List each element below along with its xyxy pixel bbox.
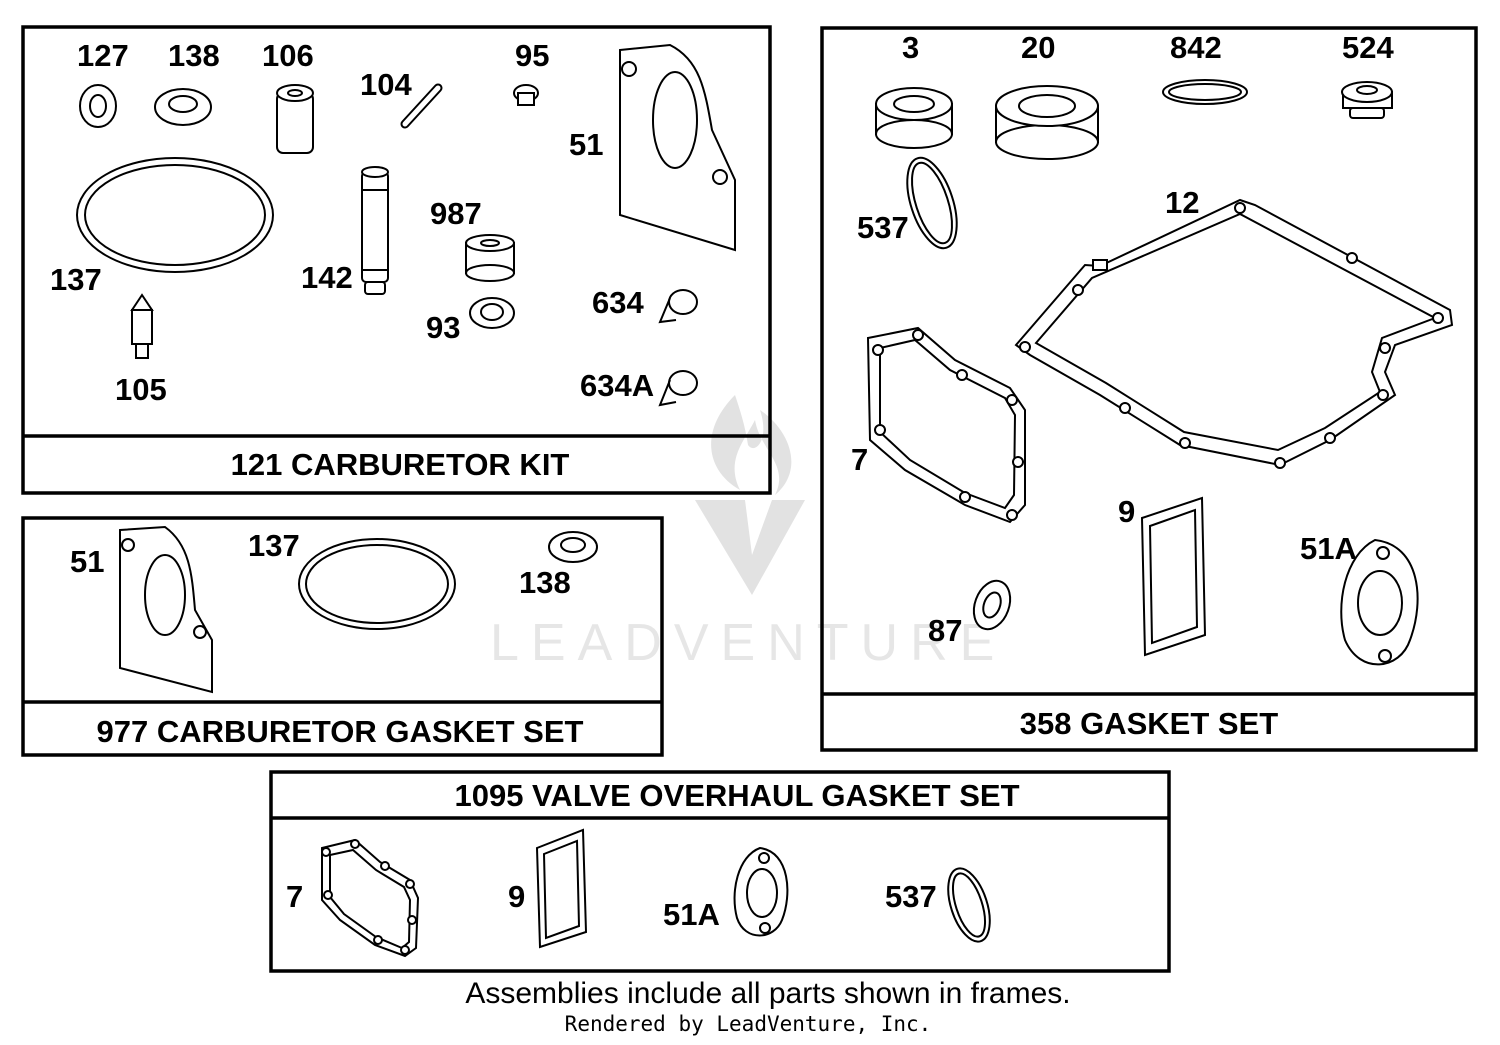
label-51a: 51A	[1300, 531, 1357, 566]
part-9-breather-gasket	[535, 828, 588, 949]
part-987-spacer	[465, 234, 515, 282]
label-537: 537	[885, 879, 937, 914]
carburetor-gasket-set-title: 977 CARBURETOR GASKET SET	[97, 714, 584, 749]
watermark-text: LEADVENTURE	[490, 614, 1006, 672]
part-537-o-ring	[947, 867, 991, 943]
label-537: 537	[857, 210, 909, 245]
part-137-o-ring	[76, 157, 274, 273]
label-93: 93	[426, 310, 460, 345]
part-95-screw	[513, 84, 539, 106]
label-9: 9	[508, 879, 525, 914]
part-20-oil-seal	[995, 85, 1099, 160]
part-634-spring	[658, 289, 698, 324]
label-137: 137	[248, 528, 300, 563]
label-842: 842	[1170, 30, 1222, 65]
label-3: 3	[902, 30, 919, 65]
label-634: 634	[592, 285, 644, 320]
label-987: 987	[430, 196, 482, 231]
label-51a: 51A	[663, 897, 720, 932]
part-142-emulsion-tube	[361, 166, 389, 295]
label-7: 7	[286, 879, 303, 914]
label-51: 51	[569, 127, 603, 162]
part-634a-spring	[658, 370, 698, 407]
part-51a-intake-gasket	[1340, 538, 1419, 666]
part-7-cylinder-head-gasket	[866, 326, 1026, 524]
frame-gasket-set: 358 GASKET SET	[820, 26, 1478, 752]
frame-carburetor-gasket-set: 977 CARBURETOR GASKET SET 51 137 138	[21, 516, 664, 757]
part-9-breather-gasket	[1140, 496, 1207, 657]
frame-valve-overhaul-gasket-set: 1095 VALVE OVERHAUL GASKET SET	[269, 770, 1171, 973]
part-51-gasket-plate	[119, 525, 213, 694]
carburetor-kit-title: 121 CARBURETOR KIT	[231, 447, 570, 482]
label-51: 51	[70, 544, 104, 579]
valve-overhaul-title: 1095 VALVE OVERHAUL GASKET SET	[454, 778, 1019, 813]
label-12: 12	[1165, 185, 1199, 220]
label-138: 138	[168, 38, 220, 73]
part-105-inlet-needle	[130, 293, 154, 359]
label-104: 104	[360, 67, 412, 102]
rendered-by-credit: Rendered by LeadVenture, Inc.	[565, 1012, 932, 1036]
part-537-o-ring	[906, 156, 958, 250]
part-51-gasket-plate	[619, 43, 736, 252]
frame-carburetor-kit: 121 CARBURETOR KIT	[21, 25, 772, 495]
part-138-washer	[548, 531, 598, 563]
label-105: 105	[115, 372, 167, 407]
part-137-o-ring	[298, 538, 456, 630]
label-127: 127	[77, 38, 129, 73]
part-524-oil-fill-plug	[1341, 81, 1393, 119]
label-137: 137	[50, 262, 102, 297]
part-51a-intake-gasket	[733, 846, 789, 937]
label-138: 138	[519, 565, 571, 600]
gasket-set-title: 358 GASKET SET	[1020, 706, 1278, 741]
label-524: 524	[1342, 30, 1394, 65]
label-7: 7	[851, 442, 868, 477]
label-142: 142	[301, 260, 353, 295]
part-12-crankcase-gasket	[1014, 198, 1454, 469]
label-9: 9	[1118, 494, 1135, 529]
label-106: 106	[262, 38, 314, 73]
label-20: 20	[1021, 30, 1055, 65]
label-95: 95	[515, 38, 549, 73]
part-93-retainer	[469, 297, 515, 329]
leadventure-watermark: LEADVENTURE	[490, 395, 1006, 672]
assemblies-note: Assemblies include all parts shown in fr…	[465, 977, 1070, 1010]
label-87: 87	[928, 613, 962, 648]
part-3-oil-seal	[875, 87, 953, 149]
label-634a: 634A	[580, 368, 654, 403]
part-842-o-ring	[1162, 79, 1248, 105]
part-7-cylinder-head-gasket	[321, 838, 420, 958]
part-87-washer	[972, 579, 1012, 631]
